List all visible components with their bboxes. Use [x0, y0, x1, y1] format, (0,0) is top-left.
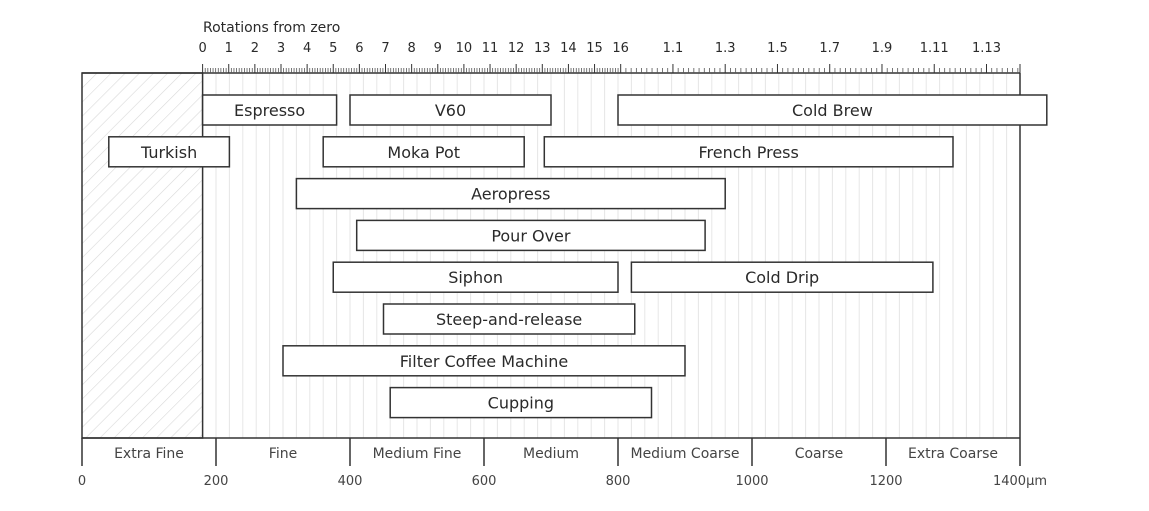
rotation-tick-label: 6: [355, 41, 363, 56]
size-tick-label: 600: [472, 474, 497, 489]
rotation-tick-label: 3: [277, 41, 285, 56]
rotation-tick-label: 1.3: [715, 41, 736, 56]
brew-bar-steep-and-release: Steep-and-release: [382, 303, 636, 335]
rotation-tick-label: 1.1: [663, 41, 684, 56]
brew-bar-label: Filter Coffee Machine: [400, 352, 568, 371]
rotation-tick-label: 1.7: [819, 41, 840, 56]
brew-bar-box: [349, 94, 552, 126]
rotation-tick-label: 13: [534, 41, 551, 56]
brew-bar-french-press: French Press: [543, 136, 954, 168]
size-tick-label: 1200: [869, 474, 902, 489]
brew-bar-box: [108, 136, 231, 168]
brew-bar-label: Cupping: [488, 394, 554, 413]
grind-category-label: Fine: [269, 446, 297, 462]
rotation-tick-label: 11: [482, 41, 499, 56]
brew-bar-v60: V60: [349, 94, 552, 126]
brew-bar-box: [630, 261, 934, 293]
size-tick-label: 1000: [735, 474, 768, 489]
grind-category-label: Extra Coarse: [908, 446, 998, 462]
brew-bar-moka-pot: Moka Pot: [322, 136, 525, 168]
brew-bar-filter-coffee-machine: Filter Coffee Machine: [282, 345, 686, 377]
rotation-tick-label: 10: [456, 41, 473, 56]
rotation-axis-title: Rotations from zero: [203, 20, 340, 36]
rotation-tick-label: 4: [303, 41, 311, 56]
brew-bar-box: [543, 136, 954, 168]
brew-bar-cold-brew: Cold Brew: [617, 94, 1048, 126]
brew-bar-box: [201, 94, 338, 126]
brew-bar-label: Pour Over: [491, 226, 571, 245]
rotation-tick-label: 5: [329, 41, 337, 56]
rotation-tick-label: 2: [251, 41, 259, 56]
rotation-tick-label: 7: [381, 41, 389, 56]
unreachable-zone: [81, 72, 204, 439]
size-tick-label: 400: [338, 474, 363, 489]
brew-bar-cold-drip: Cold Drip: [630, 261, 934, 293]
brew-bar-box: [382, 303, 636, 335]
rotation-tick-label: 1.11: [920, 41, 949, 56]
brew-bar-label: Steep-and-release: [436, 310, 582, 329]
size-tick-label: 800: [606, 474, 631, 489]
brew-bar-box: [282, 345, 686, 377]
grid-lines: [215, 73, 1008, 438]
grind-category-label: Medium Coarse: [630, 446, 739, 462]
hatched-zone: [81, 72, 204, 439]
rotation-tick-label: 12: [508, 41, 525, 56]
rotation-tick-label: 14: [560, 41, 577, 56]
grind-category-label: Extra Fine: [114, 446, 184, 462]
brew-bar-box: [295, 177, 726, 210]
plot-frame: [82, 72, 1021, 438]
brew-bar-box: [332, 261, 619, 293]
brew-bar-cupping: Cupping: [389, 386, 653, 419]
brew-bar-box: [322, 136, 525, 168]
brew-bar-label: Cold Brew: [792, 101, 873, 120]
brew-bar-box: [617, 94, 1048, 126]
brew-bar-box: [389, 386, 653, 419]
brew-bar-label: Cold Drip: [745, 268, 819, 287]
brew-bar-label: Siphon: [448, 268, 503, 287]
brew-bar-label: Turkish: [140, 143, 197, 162]
brew-bar-espresso: Espresso: [201, 94, 338, 126]
brew-bar-box: [355, 219, 706, 252]
grind-category-label: Medium: [523, 446, 579, 462]
rotation-tick-label: 9: [434, 41, 442, 56]
rotation-tick-label: 1.9: [872, 41, 893, 56]
brew-bar-label: V60: [435, 101, 466, 120]
brew-bar-pour-over: Pour Over: [355, 219, 706, 252]
brew-bar-label: Espresso: [234, 101, 305, 120]
rotation-tick-label: 1: [225, 41, 233, 56]
rotation-tick-label: 8: [407, 41, 415, 56]
brew-bar-label: Moka Pot: [387, 143, 460, 162]
grind-category-label: Coarse: [795, 446, 844, 462]
size-tick-label: 0: [78, 474, 86, 489]
brew-bar-turkish: Turkish: [108, 136, 231, 168]
rotation-tick-label: 1.13: [972, 41, 1001, 56]
brew-bar-label: Aeropress: [471, 185, 550, 204]
grind-size-axis: 0 200 400 600 800 1000 1200 1400μm Extra Fine Fin…: [78, 437, 1047, 489]
brew-bar-label: French Press: [698, 143, 798, 162]
rotation-tick-label: 0: [198, 41, 206, 56]
brew-bar-aeropress: Aeropress: [295, 177, 726, 210]
rotation-tick-label: 16: [612, 41, 629, 56]
size-tick-label: 1400μm: [993, 474, 1047, 489]
size-tick-label: 200: [204, 474, 229, 489]
grind-category-label: Medium Fine: [373, 446, 462, 462]
rotation-tick-label: 1.5: [767, 41, 788, 56]
brew-bar-siphon: Siphon: [332, 261, 619, 293]
rotation-tick-label: 15: [586, 41, 603, 56]
